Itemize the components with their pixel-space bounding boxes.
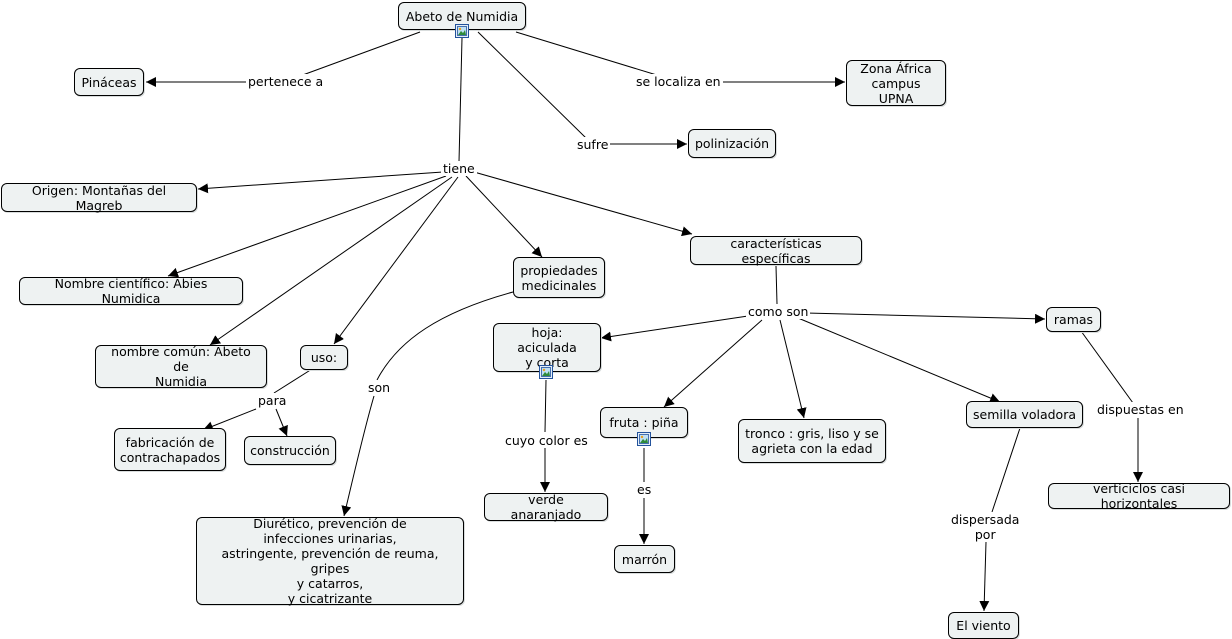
concept-label: marrón xyxy=(621,551,668,567)
concept-el-viento[interactable]: El viento xyxy=(948,612,1019,639)
concept-label: construcción xyxy=(250,443,330,458)
link-uso-para xyxy=(273,368,313,394)
concept-marron[interactable]: marrón xyxy=(614,545,675,573)
concept-tronco[interactable]: tronco : gris, liso y se agrieta con la … xyxy=(738,419,886,463)
link-comoson-tronco xyxy=(779,319,807,419)
image-icon[interactable] xyxy=(455,24,469,38)
concept-label: Origen: Montañas del Magreb xyxy=(31,182,167,213)
link-tiene-origen xyxy=(197,171,444,194)
link-comoson-ramas xyxy=(805,312,1046,324)
link-propiedades-son xyxy=(376,291,514,381)
link-semilla-dispersada xyxy=(991,427,1021,513)
link-son-diuretico xyxy=(341,395,375,517)
concept-label: nombre común: Abeto de Numidia xyxy=(111,344,251,389)
concept-label: propiedades medicinales xyxy=(520,262,598,293)
link-abeto-tiene xyxy=(458,37,463,163)
image-icon[interactable] xyxy=(637,432,651,446)
concept-label: Abeto de Numidia xyxy=(405,8,519,24)
link-label-localiza: se localiza en xyxy=(634,74,723,89)
concept-label: Nombre científico: Abies Numidica xyxy=(54,276,208,306)
concept-label: polinización xyxy=(694,136,770,151)
concept-label: características específicas xyxy=(730,235,822,266)
link-abeto-localiza xyxy=(515,31,661,77)
link-dispersada-viento xyxy=(979,541,990,612)
link-label-dispersada: dispersada por xyxy=(949,512,1022,542)
link-ramas-dispuestas xyxy=(1080,330,1134,404)
concept-caracteristicas[interactable]: características específicas xyxy=(690,235,862,266)
link-label-es: es xyxy=(635,482,654,497)
concept-label: fabricación de contrachapados xyxy=(119,434,221,465)
concept-label: Pináceas xyxy=(81,74,137,90)
link-tiene-comun xyxy=(209,176,453,346)
concept-semilla-voladora[interactable]: semilla voladora xyxy=(966,401,1083,428)
link-abeto-pertenece xyxy=(299,31,421,77)
link-label-pertenece: pertenece a xyxy=(246,74,326,89)
concept-label: fruta : piña xyxy=(609,415,679,430)
concept-verticiclos[interactable]: verticiclos casi horizontales xyxy=(1048,481,1230,511)
concept-label: ramas xyxy=(1053,312,1094,327)
link-para-fabricacion xyxy=(202,408,257,431)
concept-fabricacion[interactable]: fabricación de contrachapados xyxy=(114,428,226,471)
link-comoson-hoja xyxy=(600,315,749,342)
concept-label: Diurético, prevención de infecciones uri… xyxy=(221,516,439,606)
image-icon[interactable] xyxy=(539,365,553,379)
link-label-dispuestas: dispuestas en xyxy=(1095,402,1186,417)
link-comoson-semilla xyxy=(797,317,1001,403)
link-tiene-cientifico xyxy=(167,175,447,278)
concept-diuretico[interactable]: Diurético, prevención de infecciones uri… xyxy=(196,516,464,606)
concept-uso[interactable]: uso: xyxy=(300,345,348,370)
concept-label: hoja: aciculada y corta xyxy=(517,325,577,370)
link-label-cuyo-color: cuyo color es xyxy=(503,433,590,448)
concept-verde-anaranjado[interactable]: verde anaranjado xyxy=(484,492,608,522)
link-comoson-fruta xyxy=(663,319,763,408)
link-label-sufre: sufre xyxy=(575,137,611,152)
concept-origen[interactable]: Origen: Montañas del Magreb xyxy=(1,182,197,213)
link-label-como-son: como son xyxy=(746,304,811,319)
link-caracteristicas-comoson xyxy=(775,265,778,305)
concept-label: verde anaranjado xyxy=(510,492,582,522)
concept-label: semilla voladora xyxy=(973,407,1076,422)
concept-ramas[interactable]: ramas xyxy=(1046,307,1101,332)
concept-label: tronco : gris, liso y se agrieta con la … xyxy=(745,426,879,456)
link-label-tiene: tiene xyxy=(441,161,477,176)
link-label-son: son xyxy=(366,380,393,395)
concept-label: Zona África campus UPNA xyxy=(860,60,932,106)
link-tiene-caracteristicas xyxy=(473,171,693,237)
link-abeto-sufre xyxy=(477,31,587,139)
concept-pinaceas[interactable]: Pináceas xyxy=(74,68,144,96)
concept-label: El viento xyxy=(956,618,1011,633)
concept-label: verticiclos casi horizontales xyxy=(1093,481,1185,511)
concept-abeto-de-numidia[interactable]: Abeto de Numidia xyxy=(398,2,526,30)
concept-construccion[interactable]: construcción xyxy=(244,436,336,465)
link-tiene-uso xyxy=(333,176,459,345)
concept-nombre-comun[interactable]: nombre común: Abeto de Numidia xyxy=(95,344,267,389)
concept-label: uso: xyxy=(310,350,338,365)
concept-zona-africa[interactable]: Zona África campus UPNA xyxy=(846,60,946,106)
link-hoja-color xyxy=(544,379,547,433)
concept-polinizacion[interactable]: polinización xyxy=(688,129,776,158)
concept-propiedades-medicinales[interactable]: propiedades medicinales xyxy=(513,257,605,298)
link-para-construccion xyxy=(275,408,288,437)
link-tiene-propiedades xyxy=(465,175,543,258)
link-label-para: para xyxy=(256,393,289,408)
concept-nombre-cientifico[interactable]: Nombre científico: Abies Numidica xyxy=(19,276,243,306)
